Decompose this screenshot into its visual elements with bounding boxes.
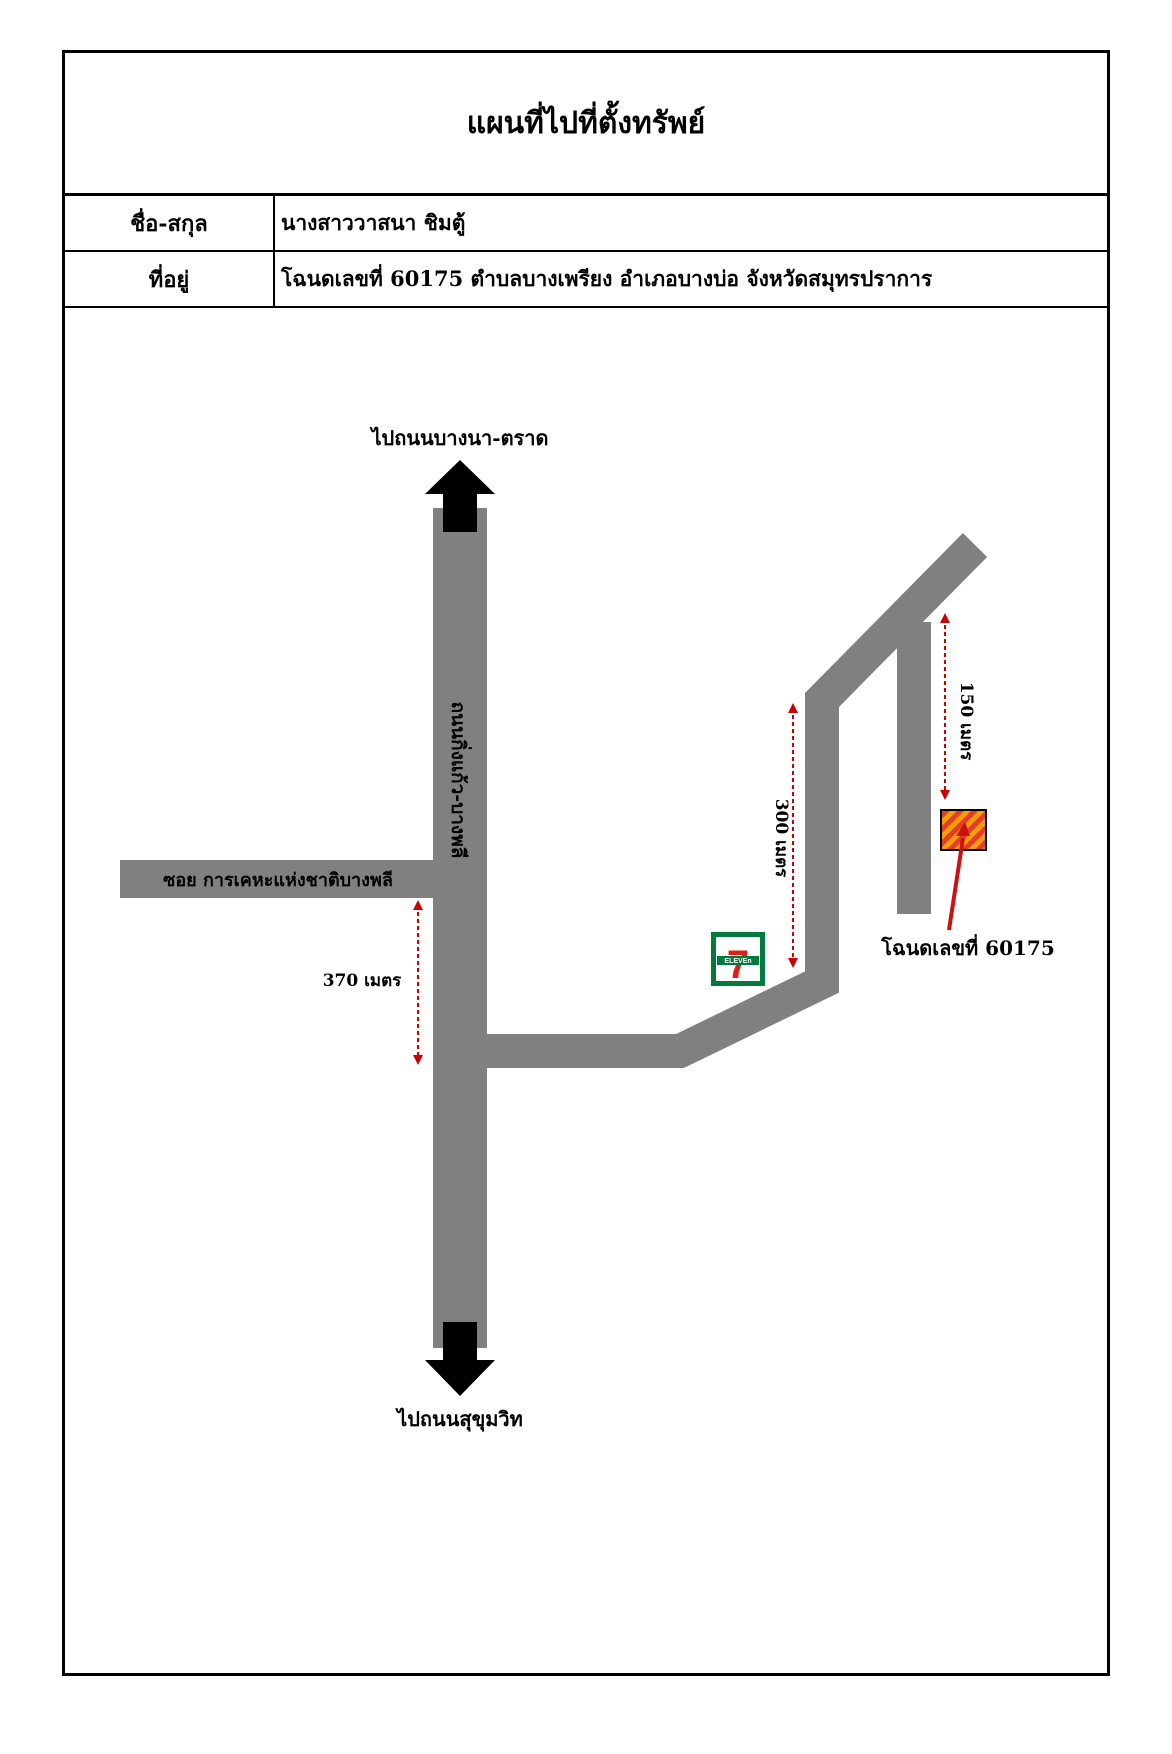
property-pointer-arrow (947, 837, 965, 931)
name-label: ชื่อ-สกุล (65, 196, 275, 250)
north-destination-label: ไปถนนบางนา-ตราด (369, 426, 548, 450)
property-pointer-head (956, 822, 970, 836)
page-title: แผนที่ไปที่ตั้งทรัพย์ (466, 105, 706, 141)
side-soi-label: ซอย การเคหะแห่งชาติบางพลี (163, 870, 393, 891)
south-arrow-icon (425, 1322, 495, 1396)
address-label: ที่อยู่ (65, 252, 275, 306)
north-arrow-icon (425, 460, 495, 532)
distance-label-370: 370 เมตร (323, 971, 402, 991)
branch-road (487, 533, 988, 1068)
distance-label-150: 150 เมตร (956, 682, 976, 761)
seven-eleven-logo-text: ELEVEn (724, 958, 751, 965)
property-label: โฉนดเลขที่ 60175 (880, 933, 1055, 960)
roads (120, 508, 988, 1348)
main-road-label: ถนนกิ่งแก้ว-บางพลี (447, 702, 472, 859)
seven-eleven-logo-icon: 7 ELEVEn (711, 932, 765, 987)
map-sheet-frame: แผนที่ไปที่ตั้งทรัพย์ ชื่อ-สกุล นางสาววา… (62, 50, 1110, 1676)
south-destination-label: ไปถนนสุขุมวิท (395, 1407, 523, 1432)
side-soi-road (120, 860, 435, 898)
name-row: ชื่อ-สกุล นางสาววาสนา ชิมตู้ (65, 196, 1107, 252)
address-row: ที่อยู่ โฉนดเลขที่ 60175 ตำบลบางเพรียง อ… (65, 252, 1107, 308)
main-road (433, 508, 487, 1348)
name-value: นางสาววาสนา ชิมตู้ (281, 209, 466, 235)
address-value: โฉนดเลขที่ 60175 ตำบลบางเพรียง อำเภอบางบ… (281, 265, 933, 291)
title-row: แผนที่ไปที่ตั้งทรัพย์ (65, 53, 1107, 196)
spur-road (897, 622, 931, 914)
distance-label-300: 300 เมตร (771, 799, 791, 878)
